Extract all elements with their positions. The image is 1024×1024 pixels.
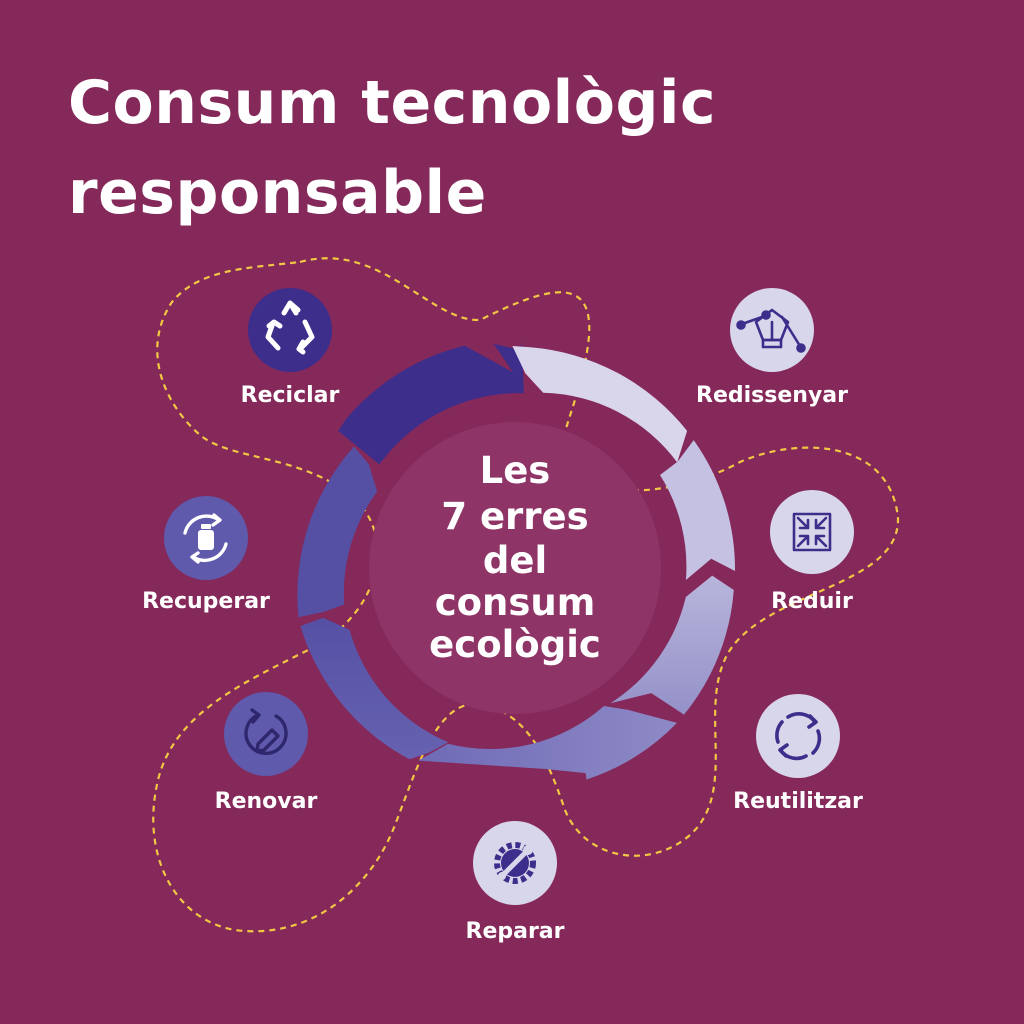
item-redissenyar: Redissenyar (696, 288, 848, 408)
item-label-renovar: Renovar (215, 789, 318, 814)
center-text-line-3: del (483, 539, 547, 582)
center-text: Les 7 erres del consum ecològic (429, 449, 601, 666)
ring-arrow-segment-5 (418, 706, 677, 780)
center-text-line-4: consum (435, 581, 596, 624)
ring-arrow-segment-3 (660, 440, 736, 580)
page-title-line-1: Consum tecnològic (68, 68, 717, 138)
page-title-line-2: responsable (68, 158, 487, 228)
item-reduir: Reduir (770, 490, 854, 614)
recycle-icon (265, 300, 315, 355)
item-label-reciclar: Reciclar (241, 383, 340, 408)
cycle-ring (297, 342, 736, 780)
item-label-reparar: Reparar (466, 919, 565, 944)
item-renovar: Renovar (215, 692, 318, 814)
dashed-decorative-path (152, 257, 900, 933)
page-title: Consum tecnològic responsable (68, 58, 968, 238)
item-label-recuperar: Recuperar (142, 589, 270, 614)
cycle-arrows-icon (775, 712, 822, 761)
center-text-line-5: ecològic (429, 623, 601, 666)
ring-arrow-segment-6 (300, 617, 449, 760)
item-label-reduir: Reduir (771, 589, 853, 614)
ring-arrow-segment-2 (512, 346, 688, 463)
item-label-redissenyar: Redissenyar (696, 383, 848, 408)
compress-icon (792, 512, 832, 552)
center-text-line-1: Les (480, 449, 551, 492)
recover-bottle-icon (183, 513, 228, 564)
item-reutilitzar: Reutilitzar (733, 694, 863, 814)
ring-arrow-segment-4 (610, 575, 734, 715)
item-reciclar: Reciclar (241, 288, 340, 408)
pen-tool-icon (736, 308, 806, 353)
center-text-line-2: 7 erres (441, 495, 588, 538)
ring-arrow-segment-1 (338, 342, 524, 465)
item-recuperar: Recuperar (142, 496, 270, 614)
item-label-reutilitzar: Reutilitzar (733, 789, 863, 814)
wrench-gear-icon (494, 842, 536, 884)
renew-pencil-icon (244, 708, 288, 756)
ring-arrow-segment-7 (297, 446, 378, 618)
center-disc (369, 422, 661, 714)
item-reparar: Reparar (466, 821, 565, 944)
